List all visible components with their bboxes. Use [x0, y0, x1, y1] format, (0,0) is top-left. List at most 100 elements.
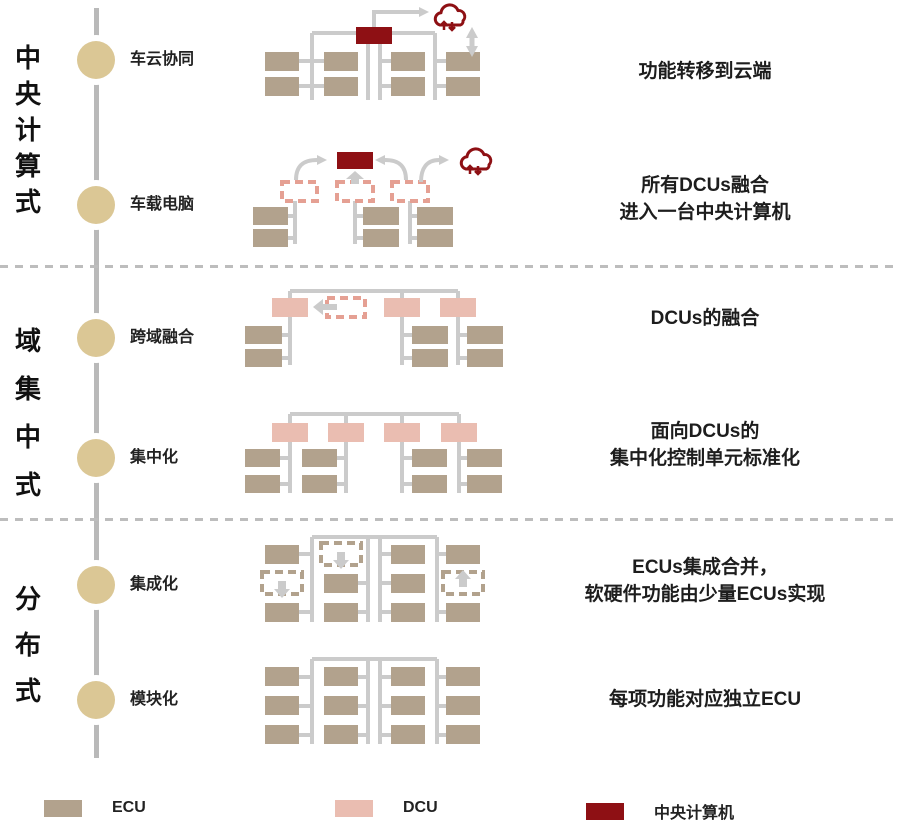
ecu-box — [446, 696, 480, 715]
diagram-centralization — [245, 412, 502, 493]
timeline-node — [77, 439, 115, 477]
ecu-box — [324, 603, 358, 622]
dcu-box — [272, 423, 308, 442]
wire — [288, 214, 417, 240]
timeline-node — [77, 681, 115, 719]
stage-description: 所有DCUs融合 进入一台中央计算机 — [619, 175, 791, 223]
ecu-box — [391, 696, 425, 715]
stage-description: ECUs集成合并， 软硬件功能由少量ECUs实现 — [584, 557, 826, 605]
wire — [299, 59, 446, 88]
ecu-box — [302, 475, 337, 493]
dcu-row — [272, 423, 477, 442]
wire — [282, 333, 467, 360]
legend-label: ECU — [112, 799, 146, 816]
central-computer-box — [337, 152, 373, 169]
stage-description: 每项功能对应独立ECU — [608, 689, 802, 710]
ecu-box — [467, 349, 503, 367]
stage-description: 功能转移到云端 — [638, 61, 772, 82]
ecu-grid — [253, 207, 453, 247]
dcu-box — [384, 298, 420, 317]
ecu-box — [265, 667, 299, 686]
section-divider — [0, 518, 900, 521]
dcu-swatch — [335, 799, 373, 817]
ecu-box — [245, 475, 280, 493]
ecu-box — [412, 326, 448, 344]
ecu-box — [265, 603, 299, 622]
wire — [280, 456, 467, 486]
wire — [288, 289, 460, 298]
wire — [310, 657, 439, 744]
ecu-box — [265, 52, 299, 71]
ecu-box — [265, 696, 299, 715]
ecu-box — [245, 449, 280, 467]
section-label-central-computing: 中央计算式 — [14, 43, 41, 217]
ecu-box — [391, 603, 425, 622]
ecu-box — [446, 667, 480, 686]
legend-item-ecu: ECU — [44, 799, 146, 817]
timeline-line — [94, 8, 99, 758]
dcu-box — [440, 298, 476, 317]
upload-arrow-icon — [466, 164, 474, 174]
timeline-node — [77, 566, 115, 604]
legend-item-central-computer: 中央计算机 — [586, 799, 734, 823]
ecu-grid — [245, 326, 503, 367]
wire — [310, 33, 437, 100]
ecu-box — [324, 52, 358, 71]
stage-label-vehicle-cloud: 车云协同 — [130, 51, 195, 68]
ecu-box — [324, 725, 358, 744]
cloud-icon — [459, 147, 493, 176]
ecu-box — [446, 545, 480, 564]
ecu-box — [253, 207, 288, 225]
ecu-box — [363, 229, 399, 247]
merge-arrows — [294, 155, 449, 184]
ecu-box — [245, 326, 282, 344]
ecu-box — [412, 475, 447, 493]
legend-label: DCU — [403, 799, 438, 816]
ecu-box — [391, 545, 425, 564]
ecu-box — [412, 449, 447, 467]
ecu-box — [446, 52, 480, 71]
stage-label-integration: 集成化 — [130, 576, 179, 593]
curved-arrow — [384, 158, 408, 181]
ecu-box — [324, 667, 358, 686]
stage-description: DCUs的融合 — [650, 308, 760, 329]
curved-arrow — [294, 158, 318, 181]
ecu-box — [302, 449, 337, 467]
cloud-icon — [433, 3, 467, 32]
wire — [299, 675, 446, 737]
dcu-box — [272, 298, 308, 317]
section-divider — [0, 265, 900, 268]
wire — [310, 535, 439, 622]
diagram-modularization — [265, 657, 480, 744]
ecu-box — [245, 349, 282, 367]
ecu-box — [265, 725, 299, 744]
ecu-box — [324, 574, 358, 593]
section-label-domain-centralized: 域集中式 — [14, 326, 41, 500]
wire — [288, 442, 461, 493]
diagram-cross-domain — [245, 289, 503, 367]
timeline-node — [77, 186, 115, 224]
ecu-box — [324, 77, 358, 96]
ecu-box — [253, 229, 288, 247]
ecu-box — [446, 77, 480, 96]
download-arrow-icon — [448, 22, 456, 32]
ecu-box — [446, 603, 480, 622]
wire — [299, 552, 446, 614]
arrowhead — [317, 155, 327, 165]
ecu-box — [467, 326, 503, 344]
ecu-box — [412, 349, 448, 367]
down-merge-arrow-icon — [333, 552, 349, 569]
stage-label-cross-domain: 跨域融合 — [130, 329, 195, 346]
curved-arrow-to-cloud — [419, 158, 440, 183]
arrowhead — [439, 155, 449, 165]
ecu-grid — [265, 545, 480, 622]
diagram-vehicle-cloud — [265, 3, 480, 100]
down-merge-arrow-icon — [274, 581, 290, 598]
ecu-swatch — [44, 799, 82, 817]
ecu-box — [391, 667, 425, 686]
diagram-vehicle-computer — [253, 147, 493, 247]
timeline-node — [77, 319, 115, 357]
ecu-box — [417, 207, 453, 225]
arrowhead — [375, 155, 385, 165]
